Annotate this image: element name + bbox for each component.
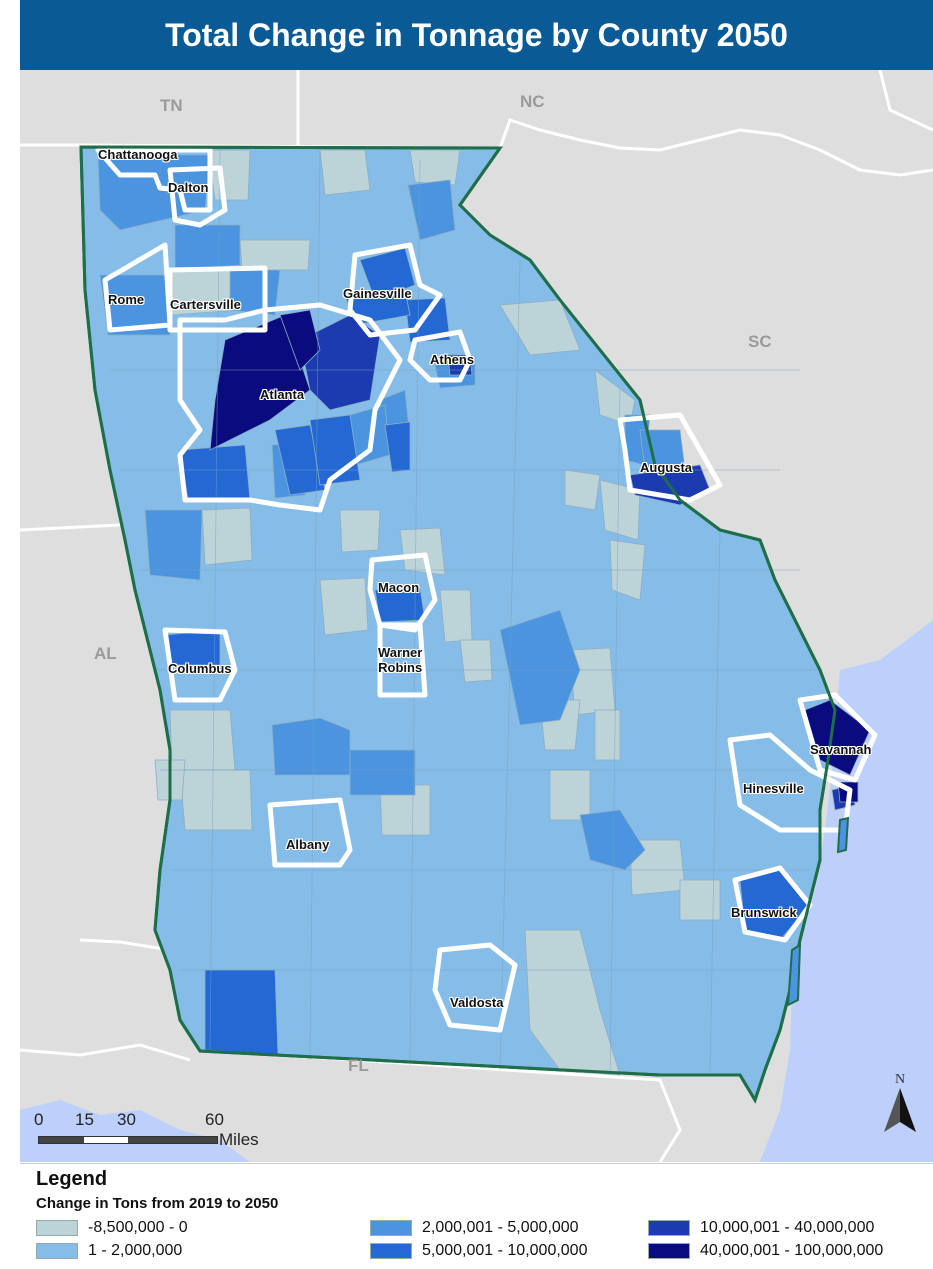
title-bar: Total Change in Tonnage by County 2050	[20, 0, 933, 70]
north-arrow: N	[882, 1072, 918, 1132]
legend: Legend Change in Tons from 2019 to 2050 …	[20, 1163, 933, 1269]
state-label-tn: TN	[160, 96, 183, 115]
augusta-boundary	[617, 412, 723, 503]
scale-bar: 0 15 30 60 Miles	[34, 1110, 298, 1152]
legend-label: 1 - 2,000,000	[88, 1242, 183, 1259]
albany-boundary	[267, 797, 353, 868]
city-label-robins: Robins	[378, 660, 423, 675]
city-label-chattanooga: Chattanooga	[98, 147, 178, 162]
columbus-boundary	[162, 627, 238, 703]
map-area: TN NC SC AL FL Chattanooga Dalton Rome C…	[20, 70, 933, 1162]
scale-segment-1	[39, 1137, 84, 1143]
hinesville-boundary	[727, 732, 853, 833]
city-label-valdosta: Valdosta	[450, 995, 504, 1010]
dalton-boundary	[167, 165, 228, 228]
gulf-water	[20, 1100, 250, 1162]
athens-boundary	[407, 329, 473, 383]
valdosta-boundary	[432, 942, 518, 1033]
barrier-islands	[786, 816, 850, 1007]
atlanta-boundary	[177, 302, 403, 513]
city-label-albany: Albany	[286, 837, 330, 852]
city-label-warner-robins: Warner Robins	[378, 645, 422, 675]
legend-label: 10,000,001 - 40,000,000	[700, 1219, 875, 1236]
atlantic-ocean	[760, 620, 933, 1162]
city-label-atlanta: Atlanta	[260, 387, 305, 402]
legend-label: 2,000,001 - 5,000,000	[422, 1219, 579, 1236]
legend-label: 40,000,001 - 100,000,000	[700, 1242, 884, 1259]
scale-tick-0: 0	[34, 1110, 44, 1129]
city-label-macon: Macon	[378, 580, 420, 595]
city-label-savannah: Savannah	[810, 742, 872, 757]
state-label-nc: NC	[520, 92, 545, 111]
legend-label: 5,000,001 - 10,000,000	[422, 1242, 588, 1259]
cartersville-boundary	[167, 265, 268, 333]
city-label-augusta: Augusta	[640, 460, 692, 475]
neighbor-state-borders	[20, 70, 933, 1162]
city-label-warner: Warner	[378, 645, 423, 660]
legend-label: -8,500,000 - 0	[88, 1219, 188, 1236]
legend-swatch	[36, 1220, 78, 1236]
brunswick-boundary	[732, 865, 813, 943]
city-label-athens: Athens	[430, 352, 475, 367]
city-label-cartersville: Cartersville	[170, 297, 241, 312]
macon-boundary	[367, 552, 438, 633]
north-label: N	[894, 1072, 906, 1087]
city-label-columbus: Columbus	[168, 661, 232, 676]
legend-swatch	[370, 1220, 412, 1236]
scale-units: Miles	[219, 1130, 259, 1149]
legend-title: Legend	[36, 1168, 108, 1190]
warner-robins-boundary	[377, 622, 428, 698]
scale-tick-15: 15	[75, 1110, 94, 1129]
state-label-fl: FL	[348, 1056, 369, 1075]
scale-track	[38, 1136, 218, 1144]
state-label-sc: SC	[748, 332, 772, 351]
scale-segment-3	[128, 1137, 217, 1143]
map-title: Total Change in Tonnage by County 2050	[165, 17, 788, 53]
county-boundaries	[110, 149, 820, 1076]
scale-segment-2	[84, 1137, 128, 1143]
urban-area-boundaries	[95, 147, 878, 1033]
georgia-map	[20, 70, 933, 1162]
north-arrow-icon	[884, 1088, 916, 1132]
scale-tick-60: 60	[205, 1110, 224, 1129]
city-label-hinesville: Hinesville	[743, 781, 804, 796]
legend-swatch	[648, 1220, 690, 1236]
legend-subtitle: Change in Tons from 2019 to 2050	[36, 1195, 279, 1212]
state-label-al: AL	[94, 644, 117, 663]
legend-swatch	[36, 1243, 78, 1259]
city-label-rome: Rome	[108, 292, 145, 307]
city-label-dalton: Dalton	[168, 180, 209, 195]
legend-swatch	[648, 1243, 690, 1259]
city-label-gainesville: Gainesville	[343, 286, 412, 301]
county-fills	[97, 149, 871, 1076]
scale-tick-30: 30	[117, 1110, 136, 1129]
legend-swatch	[370, 1243, 412, 1259]
city-label-brunswick: Brunswick	[731, 905, 797, 920]
